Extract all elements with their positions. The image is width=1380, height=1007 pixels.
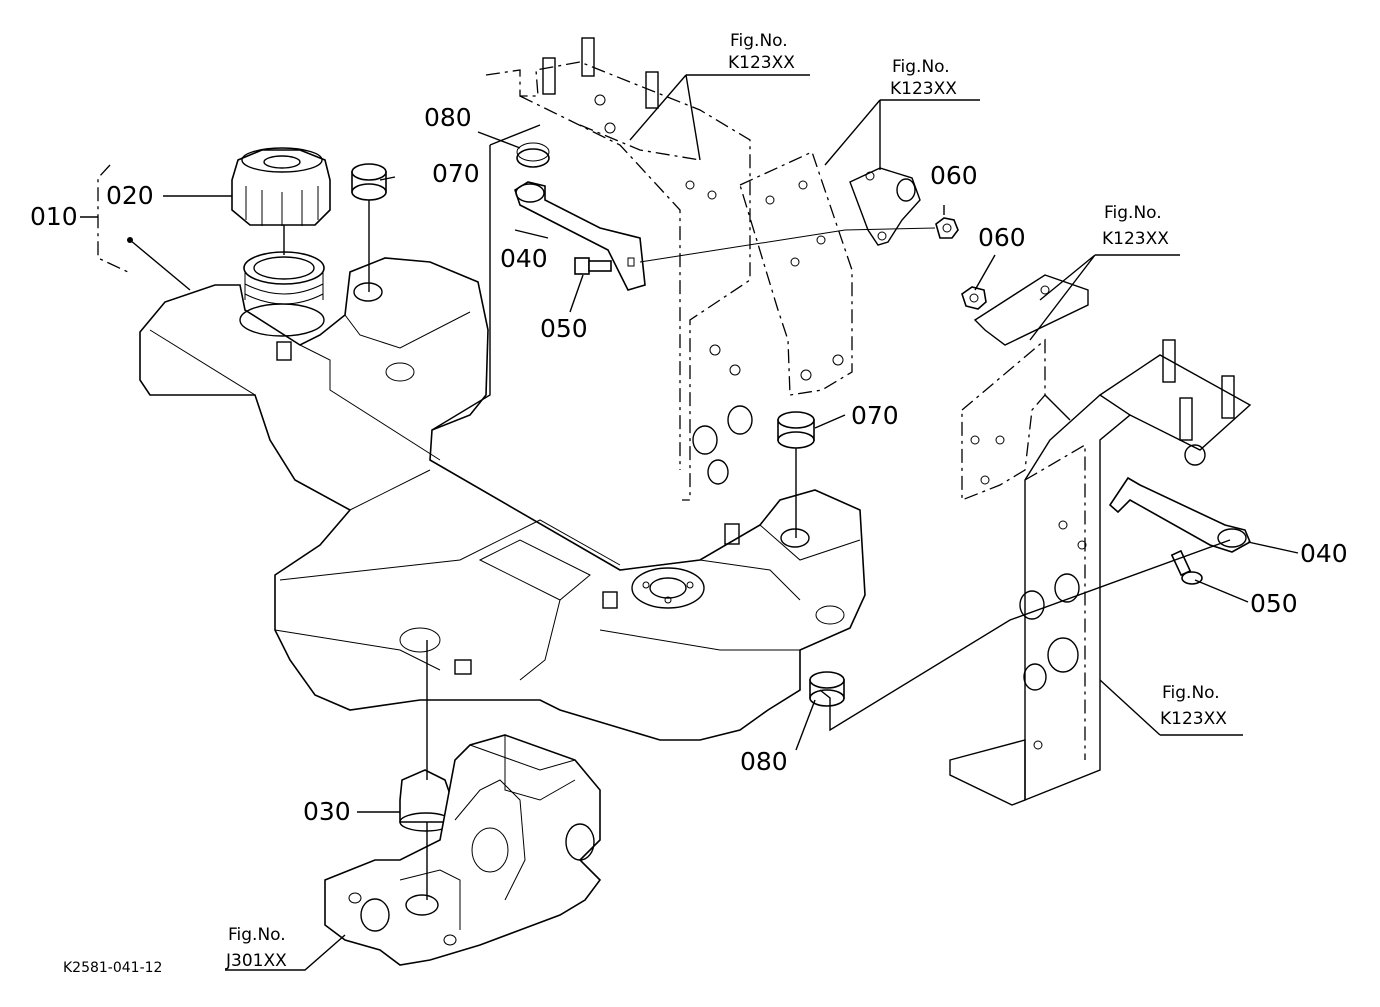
callout-070-upper: 070 — [432, 159, 480, 188]
nut-060-lower — [961, 286, 987, 310]
fig-ref-label: Fig.No. — [730, 31, 788, 51]
bolt-050-lower — [1170, 549, 1203, 585]
nut-060-upper — [935, 217, 959, 239]
collar-070-upper — [351, 163, 387, 201]
transmission-housing — [324, 734, 602, 966]
fig-ref-code: K123XX — [728, 53, 795, 73]
fuel-tank — [139, 257, 866, 741]
callout-labels: 010 020 030 040 040 050 050 060 060 070 … — [30, 103, 1348, 826]
fuel-cap — [231, 147, 331, 226]
figure-references: Fig.No. K123XX Fig.No. K123XX Fig.No. K1… — [225, 31, 1227, 971]
fuel-cap-gasket — [243, 251, 325, 305]
callout-010: 010 — [30, 202, 78, 231]
leader-lines — [80, 74, 1299, 971]
fig-ref-right-upper: Fig.No. K123XX — [1102, 203, 1169, 249]
assembly-bracket-010 — [97, 164, 129, 273]
callout-060-lower: 060 — [978, 223, 1026, 252]
fig-ref-label: Fig.No. — [892, 57, 950, 77]
collar-080-upper — [516, 142, 550, 168]
callout-040-lower: 040 — [1300, 539, 1348, 568]
strap-040-upper — [514, 181, 646, 291]
fig-ref-top-right: Fig.No. K123XX — [890, 57, 957, 99]
fig-ref-top-center: Fig.No. K123XX — [728, 31, 795, 73]
callout-060-upper: 060 — [930, 161, 978, 190]
callout-070-lower: 070 — [851, 401, 899, 430]
fig-ref-code: K123XX — [1160, 709, 1227, 729]
callout-040-upper: 040 — [500, 244, 548, 273]
callout-050-upper: 050 — [540, 314, 588, 343]
fig-ref-label: Fig.No. — [228, 925, 286, 945]
callout-020: 020 — [106, 181, 154, 210]
bolt-050-upper — [574, 257, 612, 275]
callout-080-lower: 080 — [740, 747, 788, 776]
center-bracket-frame — [485, 37, 753, 501]
fig-ref-right-lower: Fig.No. K123XX — [1160, 683, 1227, 729]
drawing-reference-code: K2581-041-12 — [63, 960, 162, 976]
fig-ref-bottom-left: Fig.No. J301XX — [225, 925, 287, 971]
fig-ref-label: Fig.No. — [1104, 203, 1162, 223]
fig-ref-code: K123XX — [1102, 229, 1169, 249]
fig-ref-code: J301XX — [225, 951, 287, 971]
side-plate-bracket — [739, 151, 853, 396]
small-plate-upper — [849, 167, 921, 246]
right-bracket-frame — [949, 274, 1252, 806]
callout-030: 030 — [303, 797, 351, 826]
collar-070-lower — [777, 411, 815, 449]
collar-080-lower — [809, 671, 845, 707]
fig-ref-code: K123XX — [890, 79, 957, 99]
callout-080-upper: 080 — [424, 103, 472, 132]
callout-050-lower: 050 — [1250, 589, 1298, 618]
fig-ref-label: Fig.No. — [1162, 683, 1220, 703]
